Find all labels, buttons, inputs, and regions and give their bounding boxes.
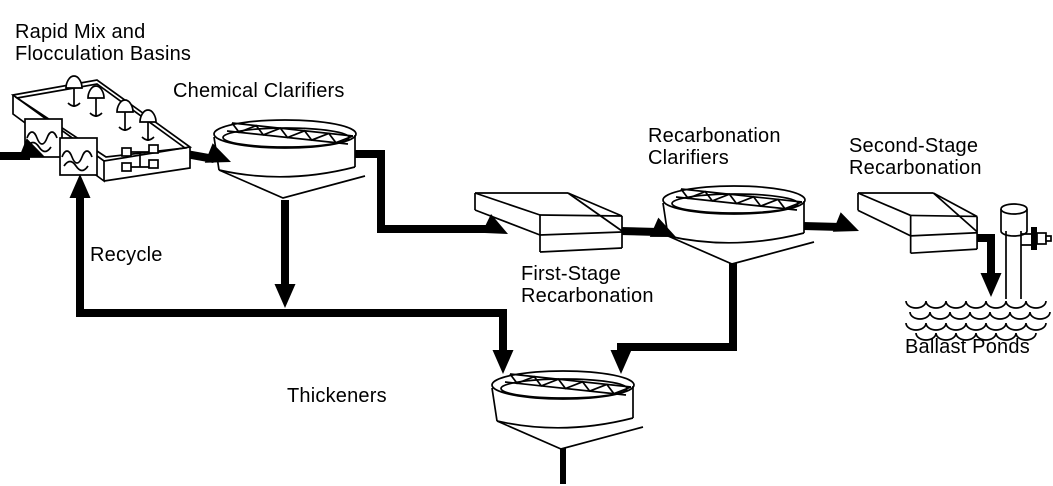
arrow-icon <box>69 174 91 198</box>
thickeners-label: Thickeners <box>287 385 387 407</box>
rapid-mix-flocculation-basin <box>10 75 193 183</box>
arrow-icon <box>980 273 1002 297</box>
arrow-icon <box>492 350 514 374</box>
pipe-sludge-main <box>76 309 507 357</box>
recarbonation-clarifiers-label: Recarbonation Clarifiers <box>648 125 781 169</box>
pipe-chemical-clarifier-to-first-stage <box>353 150 488 233</box>
chemical-clarifier <box>213 119 366 199</box>
ballast-pond-waves <box>905 300 1051 341</box>
rapid-mix-chambers <box>24 118 98 176</box>
second-stage-recarbonation-label: Second-Stage Recarbonation <box>849 135 982 179</box>
recycle-label: Recycle <box>90 244 163 266</box>
arrow-icon <box>610 350 632 374</box>
arrow-icon <box>274 284 296 308</box>
first-stage-recarbonation-label: First-Stage Recarbonation <box>521 263 654 307</box>
arrow-icon <box>832 212 863 241</box>
chemical-clarifiers-label: Chemical Clarifiers <box>173 80 345 102</box>
second-stage-recarbonation-basin <box>857 192 978 255</box>
pipe-second-stage-to-ballast-ponds <box>972 234 995 280</box>
thickener <box>491 370 644 450</box>
outfall-pipe <box>1000 203 1052 299</box>
rapid-mix-label-line1: Rapid Mix and <box>15 21 146 43</box>
pipe-recarbonation-clarifier-to-second-stage <box>802 222 842 231</box>
ballast-ponds-label: Ballast Ponds <box>905 336 1030 358</box>
flange-icon <box>1031 227 1037 250</box>
rapid-mix-label: Rapid Mix and Flocculation Basins <box>15 21 191 65</box>
pipe-first-stage-to-recarbonation-clarifier <box>619 227 659 236</box>
recarbonation-clarifier <box>662 185 815 265</box>
flocculator-paddles <box>121 144 159 172</box>
rapid-mix-label-line2: Flocculation Basins <box>15 43 192 65</box>
